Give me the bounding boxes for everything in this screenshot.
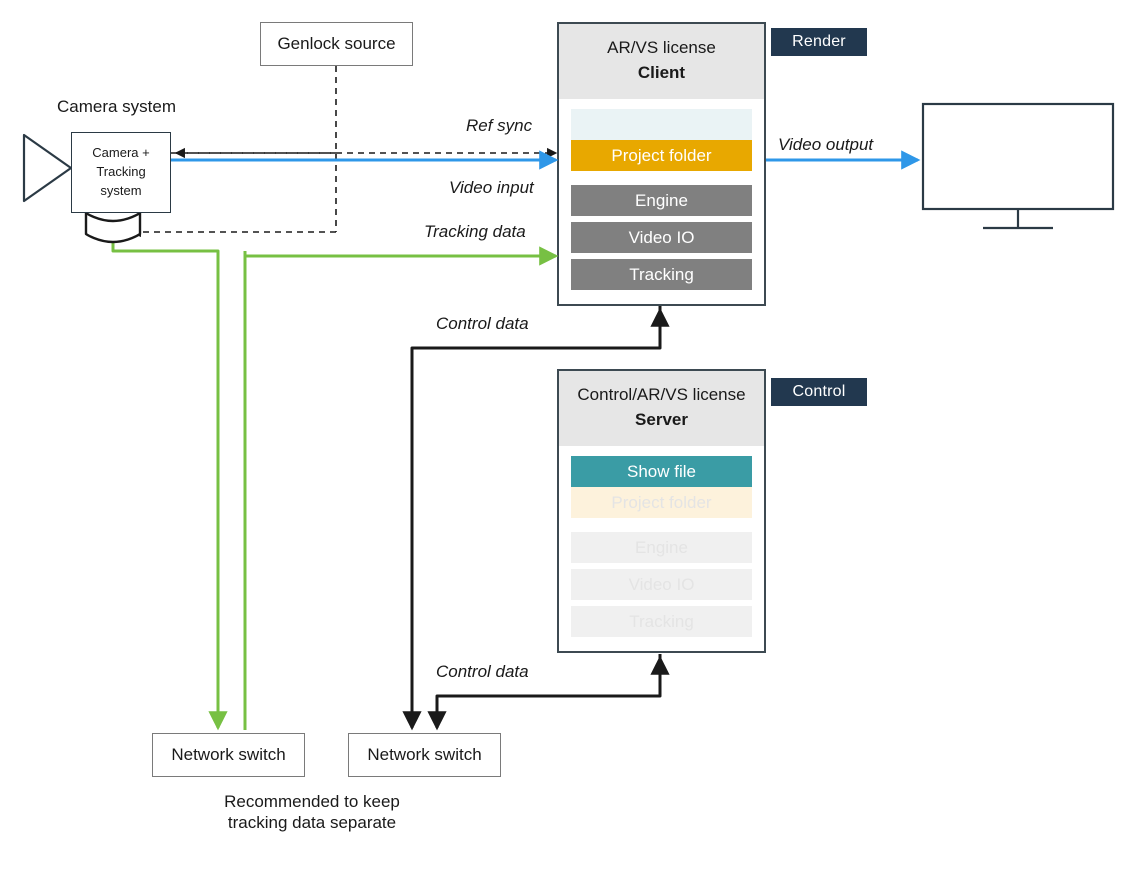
- control-network-switch-label: Network switch: [367, 745, 482, 764]
- tracking-data-label: Tracking data: [424, 222, 526, 241]
- server-header: Control/AR/VS license Server: [559, 371, 764, 447]
- server-slot-tracking[interactable]: Tracking: [571, 606, 752, 638]
- client-slot-list: Project folder Engine Video IO Tracking: [559, 99, 764, 304]
- genlock-source-label: Genlock source: [277, 34, 396, 53]
- server-slot-video-io[interactable]: Video IO: [571, 569, 752, 601]
- video-input-label: Video input: [449, 178, 534, 197]
- video-output-label: Video output: [778, 135, 874, 154]
- client-slot-project-folder[interactable]: Project folder: [571, 140, 752, 172]
- control-data-server-line: [427, 654, 662, 731]
- control-network-switch-box[interactable]: Network switch: [348, 733, 501, 777]
- render-badge: Render: [771, 28, 867, 56]
- client-slot-engine[interactable]: Engine: [571, 185, 752, 217]
- tracking-network-switch-box[interactable]: Network switch: [152, 733, 305, 777]
- server-slot-list: Show file Project folder Engine Video IO…: [559, 446, 764, 651]
- client-license-label: AR/VS license: [607, 38, 716, 57]
- client-header: AR/VS license Client: [559, 24, 764, 100]
- control-badge-label: Control: [792, 383, 846, 400]
- client-machine-box[interactable]: AR/VS license Client Project folder Engi…: [557, 22, 766, 306]
- camera-box-line-1: Camera +: [92, 145, 150, 161]
- camera-box-line-2: Tracking: [96, 164, 146, 180]
- server-slot-show-file[interactable]: Show file: [571, 456, 752, 488]
- camera-tracking-box[interactable]: Camera + Tracking system: [71, 132, 171, 213]
- monitor-screen-icon: [921, 102, 1115, 211]
- render-badge-label: Render: [792, 33, 846, 50]
- server-slot-project-folder[interactable]: Project folder: [571, 487, 752, 519]
- tracking-data-switch-line: [111, 241, 228, 731]
- server-license-label: Control/AR/VS license: [577, 385, 746, 404]
- control-badge: Control: [771, 378, 867, 406]
- ref-sync-label: Ref sync: [466, 116, 533, 135]
- control-data-client-line: [402, 306, 662, 731]
- camera-box-line-3: system: [100, 182, 142, 198]
- camera-lens-icon: [22, 133, 73, 203]
- tracking-separate-note: Recommended to keep tracking data separa…: [152, 791, 472, 834]
- control-data-server-label: Control data: [436, 662, 529, 681]
- tracking-sensor-top: [85, 211, 141, 223]
- client-slot-video-io[interactable]: Video IO: [571, 222, 752, 254]
- server-role-label: Server: [635, 409, 688, 429]
- genlock-source-box[interactable]: Genlock source: [260, 22, 413, 66]
- monitor-stand-icon: [983, 209, 1053, 230]
- server-machine-box[interactable]: Control/AR/VS license Server Show file P…: [557, 369, 766, 653]
- camera-system-caption: Camera system: [57, 97, 177, 116]
- client-slot-tracking[interactable]: Tracking: [571, 259, 752, 291]
- control-data-client-label: Control data: [436, 314, 529, 333]
- client-slot-blank[interactable]: [571, 109, 752, 141]
- tracking-separate-note-line-2: tracking data separate: [227, 813, 397, 833]
- tracking-network-switch-label: Network switch: [171, 745, 286, 764]
- tracking-sensor-icon: [84, 213, 142, 244]
- client-role-label: Client: [637, 62, 686, 82]
- tracking-data-direct-line: [243, 246, 559, 730]
- tracking-separate-note-line-1: Recommended to keep: [224, 792, 400, 811]
- server-slot-engine[interactable]: Engine: [571, 532, 752, 564]
